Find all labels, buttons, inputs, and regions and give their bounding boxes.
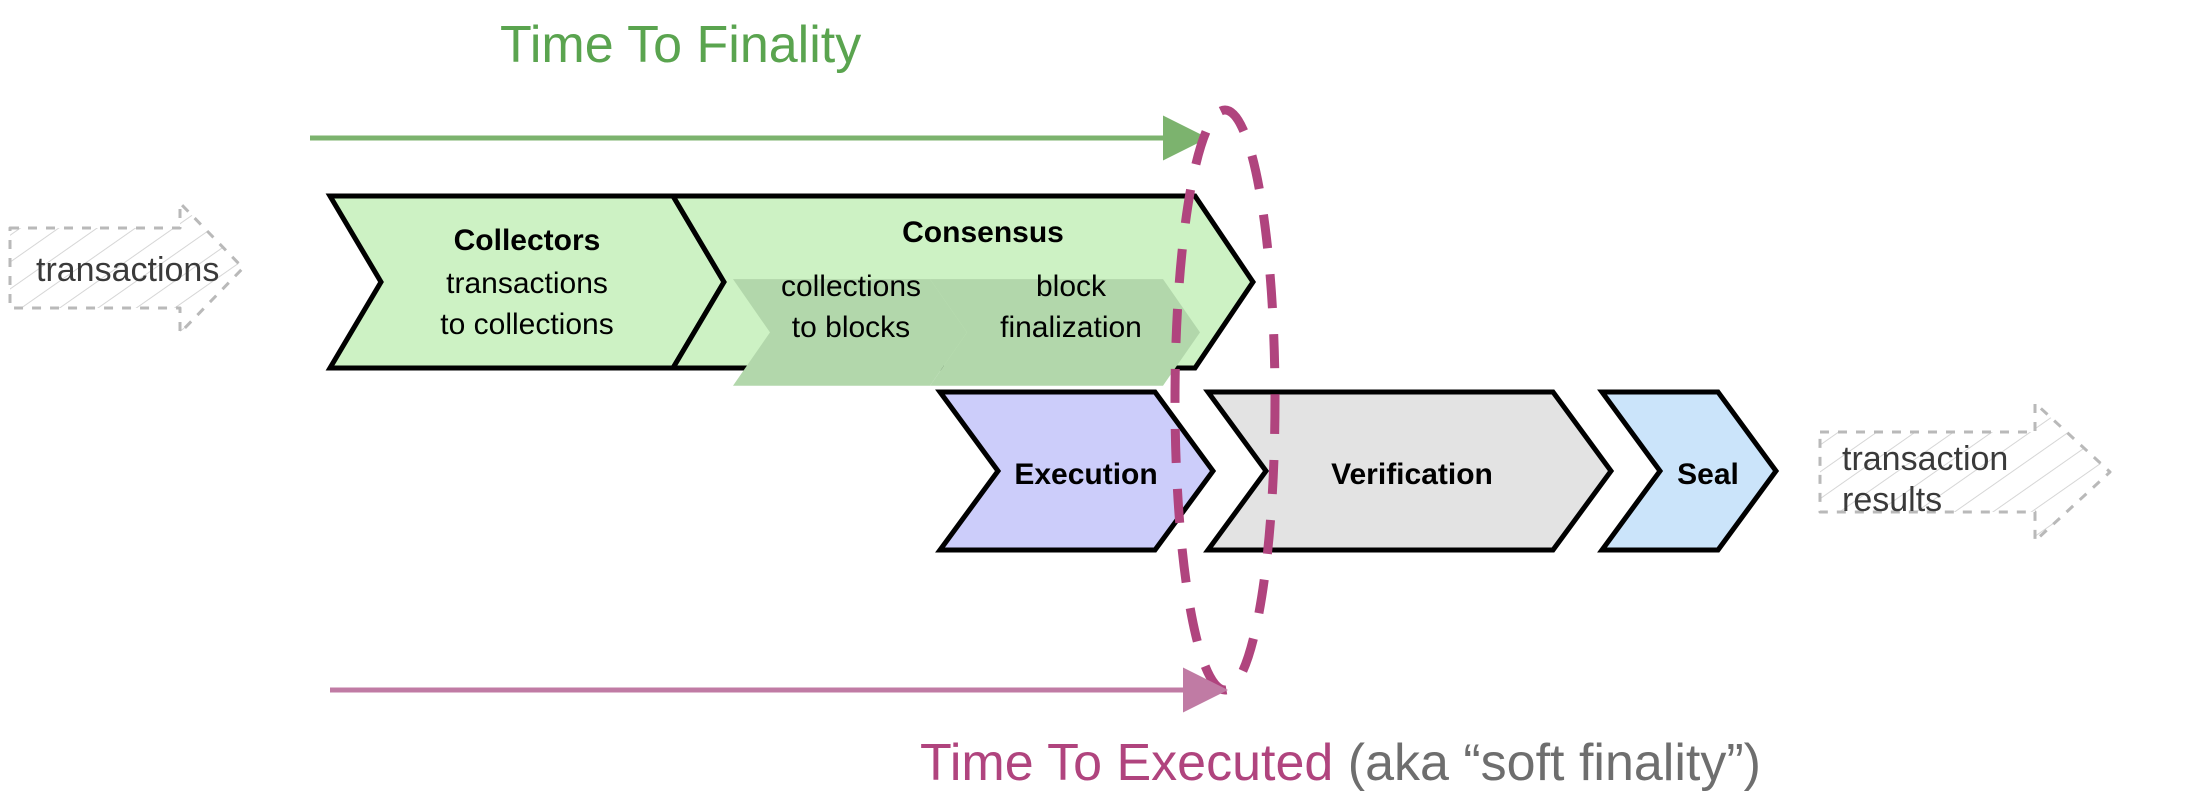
consensus-sub1-line1: collections [781, 270, 921, 303]
stage-consensus[interactable]: Consensus collections to blocks block fi… [668, 193, 1257, 386]
consensus-substage-collections-to-blocks[interactable]: collections to blocks [733, 270, 967, 386]
collectors-sub-line1: transactions [446, 267, 608, 300]
stage-seal[interactable]: Seal [1597, 389, 1780, 553]
time-to-executed-main: Time To Executed [920, 734, 1333, 792]
consensus-sub1-line2: to blocks [792, 311, 910, 344]
stage-execution[interactable]: Execution [935, 389, 1217, 553]
stage-verification[interactable]: Verification [1203, 389, 1615, 553]
time-to-executed-caption: Time To Executed (aka “soft finality”) [920, 734, 1761, 792]
transaction-results-label-line1: transaction [1842, 440, 2008, 478]
time-to-executed-suffix: (aka “soft finality”) [1333, 734, 1761, 792]
consensus-substage-block-finalization[interactable]: block finalization [930, 270, 1200, 386]
consensus-sub2-line2: finalization [1000, 311, 1142, 344]
collectors-sub-line2: to collections [440, 308, 613, 341]
consensus-title: Consensus [902, 216, 1064, 249]
stage-collectors[interactable]: Collectors transactions to collections [325, 193, 727, 371]
transactions-input-arrow: transactions [8, 201, 245, 335]
transaction-results-label-line2: results [1842, 481, 1942, 519]
time-to-finality-title: Time To Finality [500, 16, 861, 74]
seal-title: Seal [1677, 458, 1739, 491]
consensus-sub2-line1: block [1036, 270, 1107, 303]
execution-title: Execution [1014, 458, 1157, 491]
verification-title: Verification [1331, 458, 1493, 491]
collectors-title: Collectors [454, 224, 601, 257]
transactions-input-label: transactions [36, 251, 219, 289]
transaction-results-output-arrow: transaction results [1818, 401, 2112, 543]
